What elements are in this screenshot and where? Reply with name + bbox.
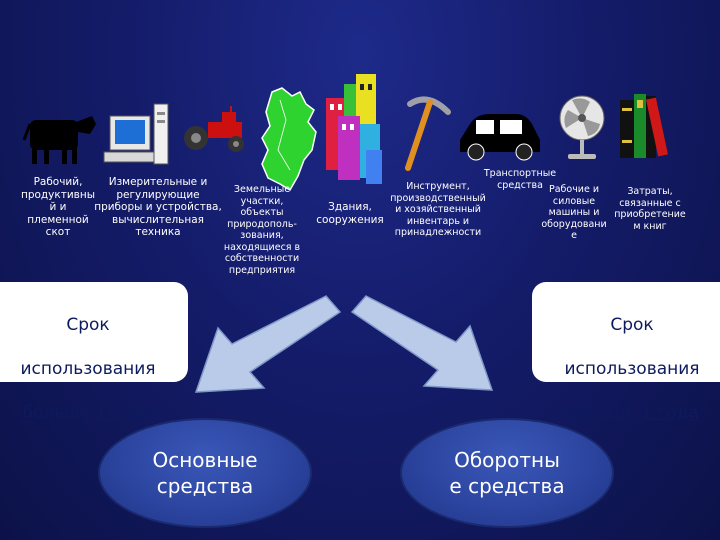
tractor-icon xyxy=(184,106,244,152)
box-short-term-line3: меньше 1 года xyxy=(532,402,720,424)
land-label: Земельные участки, объекты природополь- … xyxy=(223,184,301,276)
box-long-term-prefix: больше xyxy=(22,403,96,423)
instruments-label: Измерительные и регулирующие приборы и у… xyxy=(94,176,222,238)
books-label: Затраты, связанные с приобретение м книг xyxy=(614,186,686,232)
books-icon xyxy=(620,94,668,158)
fixed-assets-ellipse: Основные средства xyxy=(98,418,312,528)
box-long-term-line3: больше 1 года xyxy=(0,402,188,424)
buildings-label: Здания, сооружения xyxy=(316,201,384,226)
machines-label: Рабочие и силовые машины и оборудовани е xyxy=(541,184,607,241)
livestock-label: Рабочий, продуктивны й и племенной скот xyxy=(20,176,96,238)
box-long-term-line2: использования xyxy=(20,359,156,379)
fan-icon xyxy=(559,95,605,159)
box-short-term-period: 1 года xyxy=(641,403,699,423)
box-long-term: Срок использования больше 1 года xyxy=(0,282,188,423)
buildings-icon xyxy=(326,74,382,184)
current-assets-label: Оборотны е средства xyxy=(449,448,565,498)
box-short-term-line2: использования xyxy=(564,359,700,379)
computer-icon xyxy=(103,103,169,165)
box-short-term-line1: Срок xyxy=(610,315,654,335)
box-long-term-period: 1 года xyxy=(95,403,154,423)
tools-label: Инструмент, производственный и хозяйстве… xyxy=(390,181,486,238)
car-icon xyxy=(460,114,540,161)
right-arrow xyxy=(350,295,494,391)
cow-icon xyxy=(22,116,96,164)
map-icon xyxy=(261,87,317,192)
box-short-term-prefix: меньше xyxy=(565,403,642,423)
current-assets-ellipse: Оборотны е средства xyxy=(400,418,614,528)
transport-label: Транспортные средства xyxy=(483,168,557,191)
box-short-term: Срок использования меньше 1 года xyxy=(532,282,720,423)
pickaxe-icon xyxy=(405,96,451,171)
fixed-assets-label: Основные средства xyxy=(152,448,258,498)
box-long-term-line1: Срок xyxy=(66,315,110,335)
left-arrow xyxy=(194,295,342,393)
